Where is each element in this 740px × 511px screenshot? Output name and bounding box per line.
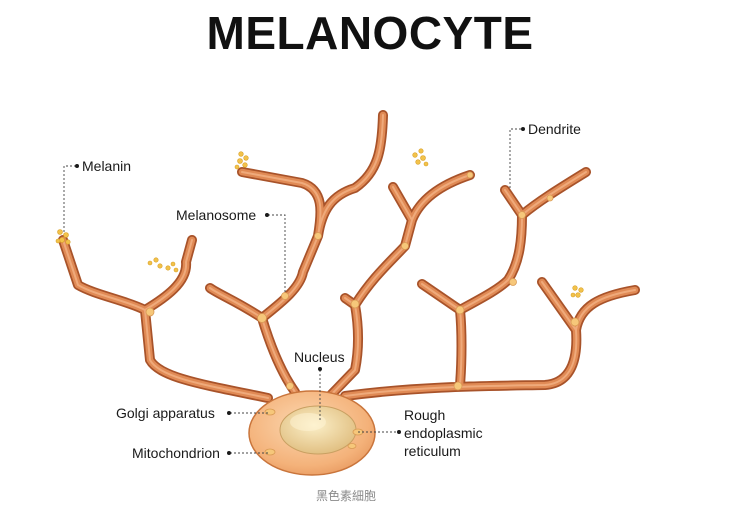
dendrite-1	[59, 236, 272, 402]
dendrite-3	[323, 170, 475, 403]
dendrite-4	[340, 167, 640, 401]
melanin-granules	[55, 148, 584, 298]
label-dendrite: Dendrite	[528, 121, 581, 137]
diagram-title: MELANOCYTE	[206, 7, 534, 59]
dendrite-3	[327, 174, 471, 399]
leader-lines	[63, 127, 525, 455]
nucleus-highlight	[290, 413, 326, 431]
label-golgi: Golgi apparatus	[116, 405, 215, 421]
dendrite-3	[324, 171, 474, 402]
label-melanin: Melanin	[82, 158, 131, 174]
branch-hl-layer	[62, 114, 636, 399]
label-rough-er-line2: endoplasmic	[404, 425, 483, 441]
dendrite-branches	[58, 110, 640, 403]
dendrite-4	[341, 168, 639, 400]
dendrite-1	[62, 239, 269, 399]
label-nucleus: Nucleus	[294, 349, 345, 365]
label-rough-er-line1: Rough	[404, 407, 445, 423]
dendrite-4	[344, 171, 636, 397]
caption: 黑色素細胞	[316, 489, 376, 503]
label-rough-er-line3: reticulum	[404, 443, 461, 459]
label-mitochondrion: Mitochondrion	[132, 445, 220, 461]
label-melanosome: Melanosome	[176, 207, 256, 223]
melanosomes	[145, 171, 580, 391]
nucleus	[279, 405, 357, 455]
